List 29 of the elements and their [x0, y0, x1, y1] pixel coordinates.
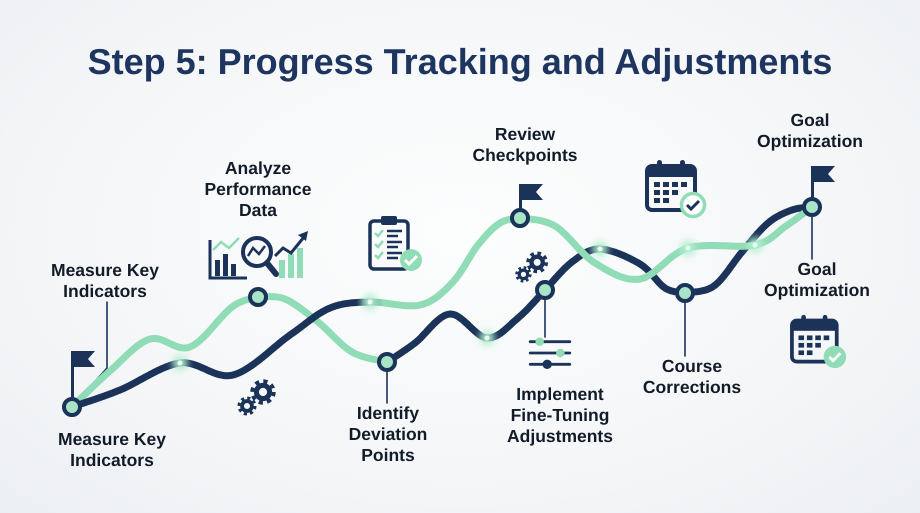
- milestone-dot: [62, 397, 82, 417]
- leader-line: [386, 371, 388, 404]
- step-label: Review Checkpoints: [471, 124, 579, 166]
- progress-line: [265, 293, 380, 364]
- milestone-dot: [675, 283, 695, 303]
- progress-line: [526, 210, 808, 283]
- step-label: Analyze Performance Data: [204, 158, 312, 221]
- step-label: Goal Optimization: [756, 110, 864, 152]
- milestone-dot: [535, 280, 555, 300]
- step-label: Measure Key Indicators: [57, 429, 167, 471]
- progress-line: [692, 204, 805, 296]
- leader-line: [544, 299, 546, 338]
- leader-line: [811, 216, 813, 260]
- leader-line: [684, 302, 686, 357]
- milestone-dot: [377, 352, 397, 372]
- step-label: Course Corrections: [642, 356, 742, 398]
- progress-line: [548, 246, 678, 296]
- step-label: Measure Key Indicators: [50, 260, 160, 302]
- progress-line: [76, 296, 252, 404]
- milestone-dot: [510, 208, 530, 228]
- title: Step 5: Progress Tracking and Adjustments: [88, 42, 832, 82]
- step-label: Implement Fine-Tuning Adjustments: [506, 384, 614, 447]
- step-label: Identify Deviation Points: [348, 403, 428, 466]
- milestone-dot: [248, 287, 268, 307]
- progress-line: [78, 216, 514, 408]
- progress-line: [392, 294, 542, 360]
- sliders-icon: [527, 337, 573, 369]
- step-label: Goal Optimization: [763, 259, 871, 301]
- milestone-dot: [802, 197, 822, 217]
